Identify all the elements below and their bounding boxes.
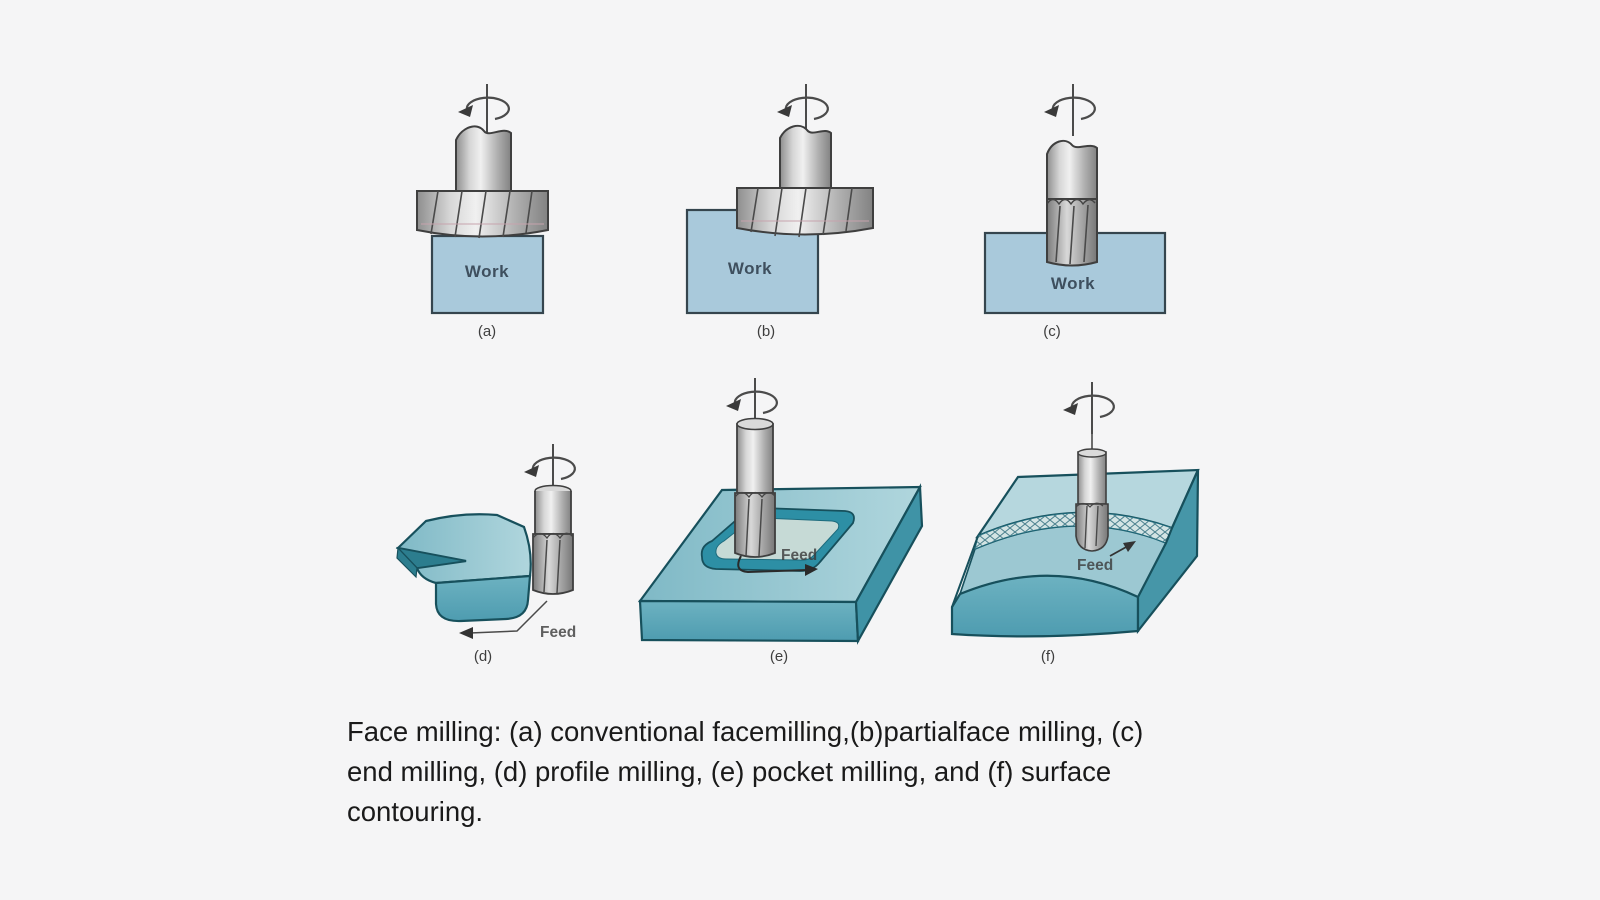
cutter-flutes xyxy=(1055,204,1089,265)
slab-side-face xyxy=(854,483,924,645)
figure-label: (b) xyxy=(757,323,775,340)
face-mill-cutter xyxy=(736,187,874,236)
figure-caption: Face milling: (a) conventional facemilli… xyxy=(347,712,1247,832)
work-block xyxy=(430,234,545,315)
figure-a-conventional-face-milling: Work (a) xyxy=(416,82,549,340)
feed-arrow-icon xyxy=(1123,541,1136,552)
cutter-flutes xyxy=(1084,505,1099,549)
work-label: Work xyxy=(1051,274,1095,293)
cutter-shank xyxy=(455,125,512,192)
milled-band-hatch xyxy=(975,512,1172,549)
figure-label: (a) xyxy=(478,323,496,340)
workpiece-top-face xyxy=(395,513,532,585)
ball-end-mill xyxy=(1075,503,1109,552)
figure-c-end-milling: Work (c) xyxy=(983,82,1167,340)
slab-front-face xyxy=(638,599,860,643)
figure-label: (d) xyxy=(474,648,492,665)
rotation-arrow-icon xyxy=(1061,380,1115,436)
feed-leader-line xyxy=(469,600,548,634)
flute-scallops xyxy=(734,491,776,499)
figure-b-partial-face-milling: Work (b) xyxy=(685,82,874,340)
workpiece-front-face xyxy=(434,574,532,623)
block-left-edge xyxy=(951,535,979,608)
cutter-top xyxy=(1077,448,1107,458)
cutter-shank xyxy=(1046,139,1098,200)
figure-e-pocket-milling: Feed (e) xyxy=(637,376,924,665)
cutter-shank xyxy=(1077,451,1107,505)
milling-diagram: Work (a) Work (b) Work (c) xyxy=(395,82,1200,665)
figure-label: (c) xyxy=(1043,323,1061,340)
feed-arrow-icon xyxy=(805,564,818,576)
rotation-arrow-icon xyxy=(1042,82,1096,138)
feed-label: Feed xyxy=(1077,557,1113,574)
flute-scallops xyxy=(1075,502,1104,508)
cutter-shank xyxy=(736,423,774,494)
caption-line-2: end milling, (d) profile milling, (e) po… xyxy=(347,756,1112,787)
feed-arrow-icon xyxy=(459,627,473,639)
cutter-flutes xyxy=(430,190,533,239)
workpiece-left-edge xyxy=(396,546,418,579)
caption-line-1: Face milling: (a) conventional facemilli… xyxy=(347,716,1144,747)
feed-label: Feed xyxy=(540,624,576,641)
figure-label: (e) xyxy=(770,648,788,665)
cutter-flutes xyxy=(543,539,561,594)
block-side-face xyxy=(1136,469,1200,635)
work-label: Work xyxy=(465,262,509,281)
feed-label: Feed xyxy=(781,547,817,564)
feed-leader-line xyxy=(1109,545,1129,557)
flute-scallops xyxy=(1046,198,1096,206)
flute-scallops xyxy=(532,532,574,540)
figure-d-profile-milling: Feed (d) xyxy=(395,442,576,665)
cutter-flutes xyxy=(745,498,763,557)
figure-label: (f) xyxy=(1041,648,1055,665)
cutter-flutes xyxy=(750,187,853,238)
caption-line-3: contouring. xyxy=(347,796,484,827)
cutter-shank xyxy=(779,124,832,190)
end-mill-flutes-body xyxy=(532,533,574,595)
work-label: Work xyxy=(728,259,772,278)
cutter-top xyxy=(736,417,774,431)
figure-f-surface-contouring: Feed (f) xyxy=(950,380,1200,665)
end-mill-flutes-body xyxy=(734,492,776,558)
cutter-shank xyxy=(534,491,572,535)
feed-path-line xyxy=(737,555,809,574)
